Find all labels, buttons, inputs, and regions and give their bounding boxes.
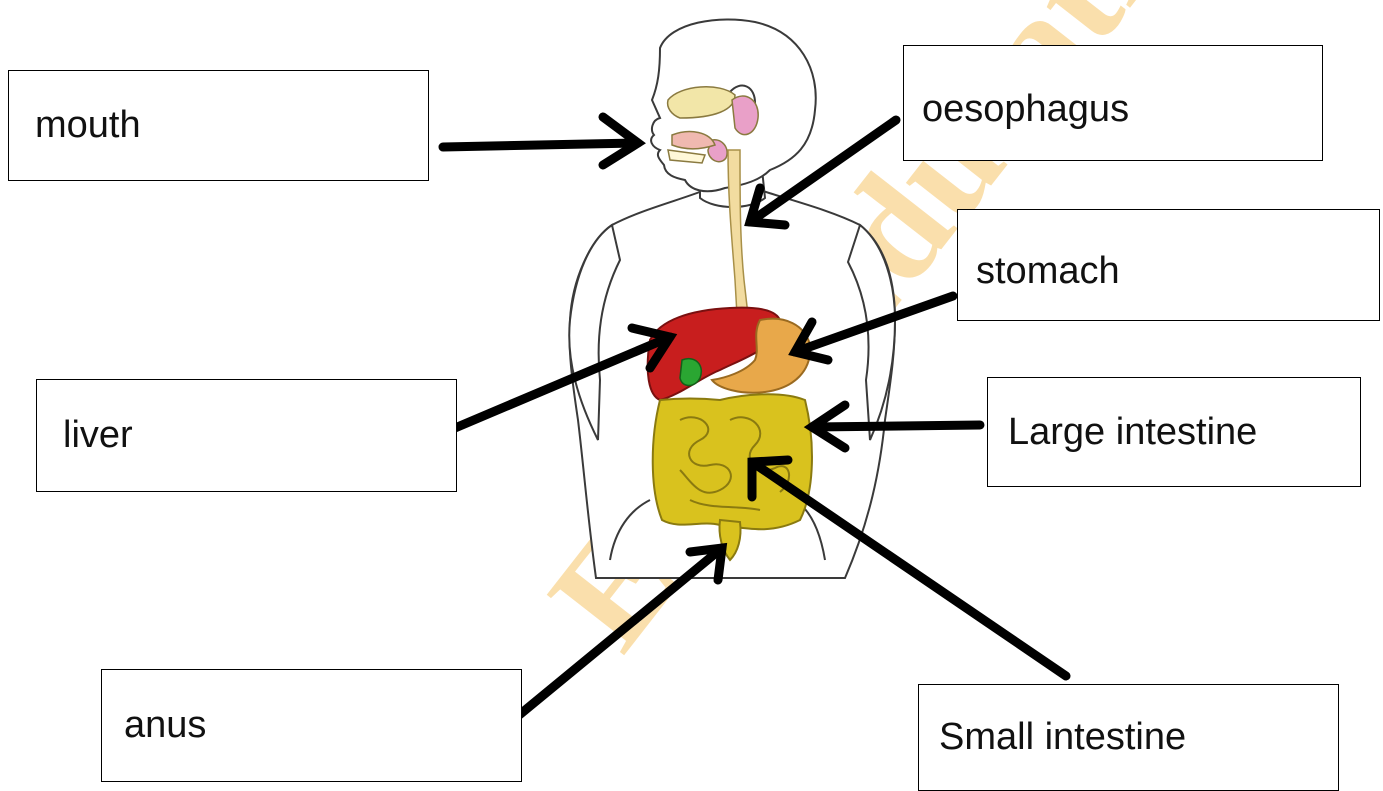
label-small-intestine: Small intestine	[939, 716, 1186, 759]
label-box-small-intestine: Small intestine	[918, 684, 1339, 791]
label-box-liver: liver	[36, 379, 457, 492]
salivary-gland-upper	[732, 96, 758, 135]
label-box-oesophagus: oesophagus	[903, 45, 1323, 161]
label-box-mouth: mouth	[8, 70, 429, 181]
label-box-large-intestine: Large intestine	[987, 377, 1361, 487]
arrow-mouth	[443, 143, 638, 147]
label-liver: liver	[63, 414, 133, 457]
label-mouth: mouth	[35, 104, 141, 147]
label-box-stomach: stomach	[957, 209, 1380, 321]
label-box-anus: anus	[101, 669, 522, 782]
label-oesophagus: oesophagus	[922, 88, 1129, 131]
label-large-intestine: Large intestine	[1008, 411, 1257, 454]
label-anus: anus	[124, 704, 206, 747]
arrow-large-intestine	[812, 425, 980, 427]
label-stomach: stomach	[976, 250, 1120, 293]
gallbladder	[680, 359, 701, 386]
